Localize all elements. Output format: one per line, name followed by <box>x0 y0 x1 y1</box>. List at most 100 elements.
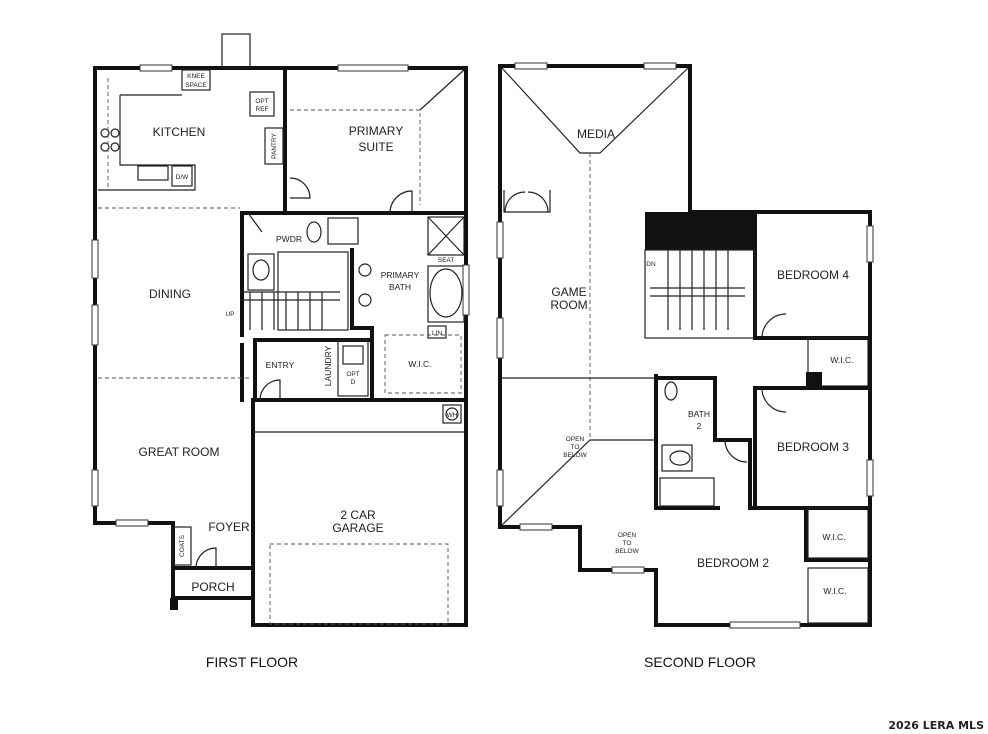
second-floor-plan: MEDIA GAME ROOM BEDROOM 4 BEDROOM 3 BEDR… <box>496 62 874 670</box>
first-floor-plan: KITCHEN PRIMARY SUITE DINING PRIMARY BAT… <box>91 33 470 670</box>
room-label-wic-bedroom2: W.I.C. <box>823 586 846 596</box>
room-label-kitchen: KITCHEN <box>153 125 206 139</box>
pwdr-sink <box>306 221 322 243</box>
bedroom3-door-swing <box>761 387 787 413</box>
note-seat: SEAT <box>438 257 455 264</box>
vanity-sink <box>358 293 372 307</box>
toilet-bowl <box>252 259 270 281</box>
bedroom4-door-swing <box>761 313 787 339</box>
kitchen-vent <box>221 33 251 69</box>
room-label-garage-2: GARAGE <box>332 521 383 535</box>
room-label-pwdr: PWDR <box>276 234 302 244</box>
note-stairs-down: DN <box>646 261 656 268</box>
window <box>866 459 874 497</box>
garage-door <box>269 543 449 625</box>
note-dishwasher: D/W <box>176 174 190 181</box>
pwdr-toilet <box>327 217 359 245</box>
cooktop-burner <box>110 142 120 152</box>
stair-well <box>277 251 349 331</box>
room-label-primary-wic: W.I.C. <box>408 359 431 369</box>
vanity-sink <box>358 263 372 277</box>
pantry-door-swing <box>289 177 311 199</box>
window <box>643 62 677 70</box>
mls-watermark: 2026 LERA MLS <box>888 719 984 732</box>
room-label-bath-2-2: 2 <box>697 421 702 431</box>
note-pantry: PANTRY <box>271 132 278 158</box>
window <box>514 62 548 70</box>
window <box>496 317 504 359</box>
note-stairs-up: UP <box>225 311 234 318</box>
cooktop-burner <box>110 128 120 138</box>
water-heater-circle <box>445 407 459 421</box>
washer <box>342 345 364 365</box>
first-floor-stairs <box>240 251 349 331</box>
suite-door-swing <box>389 190 413 214</box>
window <box>496 469 504 507</box>
note-water-heater: WH <box>447 412 458 419</box>
window <box>462 264 470 316</box>
garage-door-swing <box>259 379 281 401</box>
room-label-bath-2-1: BATH <box>688 409 710 419</box>
room-label-laundry: LAUNDRY <box>323 345 333 386</box>
room-label-porch: PORCH <box>191 580 234 594</box>
wall-column <box>806 372 822 388</box>
bath-bedroom-walls <box>654 376 872 562</box>
note-below-1: BELOW <box>563 452 587 459</box>
open-to-below-diagonal <box>501 439 656 526</box>
room-label-primary-suite-1: PRIMARY <box>349 124 403 138</box>
bath-wall <box>350 248 374 402</box>
window <box>91 304 99 346</box>
cooktop-burner <box>100 142 110 152</box>
cooktop-burner <box>100 128 110 138</box>
bedroom3-wic <box>807 507 869 559</box>
primary-shower <box>427 216 465 256</box>
window <box>115 519 149 527</box>
window <box>611 566 645 574</box>
room-label-bedroom-4: BEDROOM 4 <box>777 268 849 282</box>
bath2-toilet <box>669 450 691 466</box>
kitchen-sink <box>137 165 169 181</box>
note-open-1: OPEN <box>566 436 585 443</box>
room-label-wic-bedroom4: W.I.C. <box>830 355 853 365</box>
stair-opening <box>644 249 756 339</box>
window <box>729 621 801 629</box>
primary-wic-shelving <box>384 334 462 394</box>
kitchen-counter <box>98 94 196 191</box>
window <box>337 64 409 72</box>
note-to-1: TO <box>571 444 580 451</box>
room-label-entry: ENTRY <box>266 360 295 370</box>
note-opt: OPT <box>255 98 268 105</box>
media-door-frame <box>503 190 551 213</box>
suite-ceiling-line <box>419 69 465 111</box>
shower-drain-line <box>427 216 465 256</box>
laundry-appliance-box <box>337 339 369 397</box>
room-label-primary-bath-1: PRIMARY <box>381 270 420 280</box>
window <box>866 225 874 263</box>
room-label-garage-1: 2 CAR <box>340 508 376 522</box>
note-knee: KNEE <box>187 73 205 80</box>
window <box>496 221 504 259</box>
bath2-sink <box>664 381 678 401</box>
bath2-tub <box>659 477 715 507</box>
stair-core-solid-wall <box>645 212 755 250</box>
window <box>91 239 99 279</box>
pantry-box <box>264 127 284 165</box>
note-ref: REF <box>256 106 269 113</box>
room-label-primary-suite-2: SUITE <box>358 140 393 154</box>
pwdr-door-swing <box>247 212 263 233</box>
bath2-door-swing <box>724 439 748 463</box>
half-bath-toilet-box <box>247 253 275 291</box>
note-opt-dryer-1: OPT <box>346 371 359 378</box>
linen-closet <box>427 325 447 339</box>
knee-space <box>181 69 211 91</box>
room-label-bedroom-2: BEDROOM 2 <box>697 556 769 570</box>
window <box>519 523 553 531</box>
room-label-dining: DINING <box>149 287 191 301</box>
porch-column <box>170 598 178 610</box>
room-label-game-room-2: ROOM <box>550 298 587 312</box>
note-space: SPACE <box>185 82 207 89</box>
water-heater <box>442 404 462 424</box>
note-below-2: BELOW <box>615 548 639 555</box>
room-label-primary-bath-2: BATH <box>389 282 411 292</box>
